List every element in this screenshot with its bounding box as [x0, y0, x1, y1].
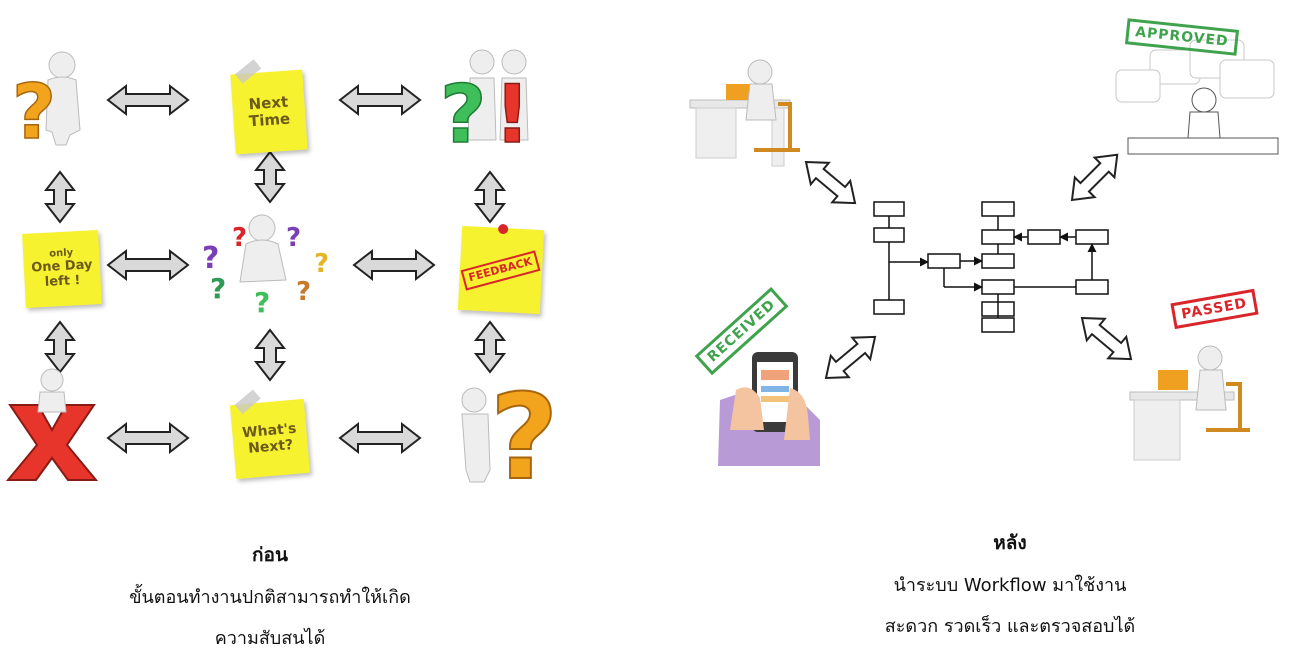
arrow-icon — [45, 321, 75, 373]
svg-text:?: ? — [210, 272, 226, 305]
next-time-note: Next Time — [230, 59, 308, 155]
after-title: หลัง — [993, 532, 1027, 554]
arrow-icon — [107, 423, 189, 453]
feedback-note: FEEDBACK — [457, 223, 545, 315]
arrow-icon — [1061, 143, 1129, 211]
before-description-line1: ขั้นตอนทำงานปกติสามารถทำให้เกิด — [129, 587, 411, 608]
one-day-left-note: only One Day left ! — [22, 230, 102, 308]
phone-in-hands-icon — [718, 352, 820, 466]
arrow-icon — [475, 171, 505, 223]
arrow-icon — [255, 329, 285, 381]
workflow-box — [873, 299, 905, 315]
arrow-icon — [107, 85, 189, 115]
svg-text:?: ? — [490, 368, 558, 500]
pin-icon — [497, 223, 509, 235]
feedback-stamp-text: FEEDBACK — [461, 250, 541, 290]
workflow-box — [981, 229, 1015, 245]
svg-text:!: ! — [494, 68, 530, 161]
arrow-icon — [339, 85, 421, 115]
after-description-line2: สะดวก รวดเร็ว และตรวจสอบได้ — [884, 616, 1136, 637]
workflow-box — [1075, 229, 1109, 245]
arrow-icon — [45, 171, 75, 223]
svg-text:?: ? — [12, 67, 56, 156]
before-diagram: ? ? ! ? ? ? ? ? ? ? ? — [5, 49, 559, 500]
whats-next-note: What's Next? — [229, 389, 311, 480]
approved-stamp-text: APPROVED — [1134, 24, 1230, 50]
arrow-icon — [339, 423, 421, 453]
after-description-line1: นำระบบ Workflow มาใช้งาน — [893, 575, 1127, 596]
arrow-icon — [255, 151, 285, 203]
workflow-box — [873, 227, 905, 243]
before-description-line2: ความสับสนได้ — [214, 628, 326, 649]
before-caption: ก่อน ขั้นตอนทำงานปกติสามารถทำให้เกิด ควา… — [60, 540, 480, 652]
next-time-note-text: Next Time — [247, 92, 291, 131]
one-day-left-end-text: left ! — [44, 272, 81, 290]
person-at-desk-icon — [689, 59, 800, 167]
workflow-box — [873, 201, 905, 217]
workflow-box — [1027, 229, 1061, 245]
after-diagram — [689, 39, 1279, 466]
workflow-box — [1075, 279, 1109, 295]
svg-text:?: ? — [286, 223, 301, 253]
svg-text:?: ? — [296, 277, 311, 307]
workflow-box — [981, 279, 1015, 295]
workflow-chart — [873, 201, 1109, 333]
svg-text:?: ? — [232, 223, 247, 253]
person-at-desk-icon — [1129, 345, 1250, 461]
workflow-box — [927, 253, 961, 269]
question-exclamation-icon: ? ! — [439, 49, 531, 162]
red-x-icon — [5, 368, 99, 481]
svg-text:?: ? — [440, 68, 486, 161]
svg-text:?: ? — [254, 286, 270, 319]
question-person-icon: ? — [461, 367, 559, 500]
confused-person-icon: ? — [11, 51, 81, 157]
after-caption: หลัง นำระบบ Workflow มาใช้งาน สะดวก รวดเ… — [800, 528, 1220, 640]
whats-next-note-text: What's Next? — [241, 420, 297, 457]
svg-text:?: ? — [202, 241, 219, 276]
arrow-icon — [475, 321, 505, 373]
before-title: ก่อน — [252, 544, 288, 566]
approved-manager-icon — [1115, 39, 1279, 155]
workflow-box — [981, 201, 1015, 217]
workflow-box — [981, 317, 1015, 333]
arrow-icon — [796, 150, 866, 215]
workflow-box — [981, 253, 1015, 269]
arrow-icon — [1072, 306, 1142, 371]
arrow-icon — [353, 250, 435, 280]
arrow-icon — [107, 250, 189, 280]
arrow-icon — [816, 325, 886, 390]
svg-text:?: ? — [314, 249, 329, 279]
thinking-person-icon: ? ? ? ? ? ? ? — [202, 214, 329, 319]
